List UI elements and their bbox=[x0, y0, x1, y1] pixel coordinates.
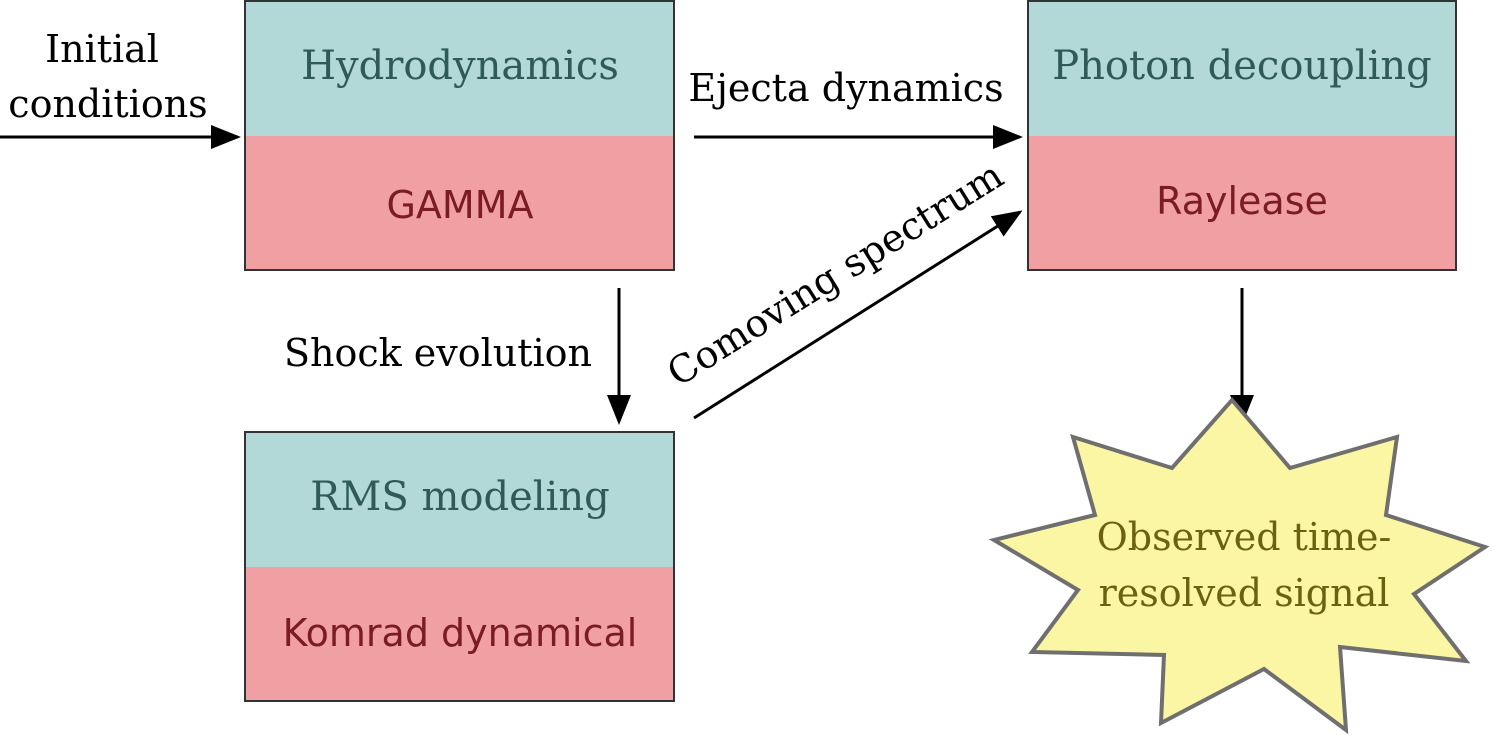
hydro-box: Hydrodynamics GAMMA bbox=[244, 0, 675, 271]
hydro-box-bottom bbox=[245, 136, 674, 270]
edge-label-ejecta: Ejecta dynamics bbox=[688, 66, 1003, 110]
photon-box-top bbox=[1028, 1, 1456, 136]
input-label-line1: Initial bbox=[45, 27, 159, 71]
star-shape bbox=[988, 396, 1490, 735]
rms-box-border bbox=[244, 431, 675, 702]
hydro-box-top bbox=[245, 1, 674, 136]
edge-label-comoving: Comoving spectrum bbox=[659, 153, 1010, 395]
photon-box-title: Photon decoupling bbox=[1052, 43, 1431, 89]
hydro-box-title: Hydrodynamics bbox=[301, 43, 619, 89]
rms-box-top bbox=[245, 432, 674, 567]
hydro-box-border bbox=[244, 0, 675, 271]
photon-box-bottom bbox=[1028, 136, 1456, 270]
output-star: Observed time- resolved signal bbox=[988, 396, 1490, 735]
rms-box-bottom bbox=[245, 567, 674, 701]
photon-box-border bbox=[1027, 0, 1457, 271]
photon-box-code: Raylease bbox=[1156, 179, 1328, 223]
rms-box-title: RMS modeling bbox=[310, 474, 609, 520]
edge-arrow-comoving bbox=[693, 210, 1023, 420]
hydro-box-code: GAMMA bbox=[386, 183, 533, 227]
photon-box: Photon decoupling Raylease bbox=[1027, 0, 1457, 271]
edge-label-shock: Shock evolution bbox=[284, 331, 592, 375]
output-label-line2: resolved signal bbox=[1099, 571, 1390, 615]
output-label-line1: Observed time- bbox=[1097, 515, 1392, 559]
rms-box: RMS modeling Komrad dynamical bbox=[244, 431, 675, 702]
rms-box-code: Komrad dynamical bbox=[283, 611, 638, 655]
input-label-line2: conditions bbox=[8, 82, 207, 126]
